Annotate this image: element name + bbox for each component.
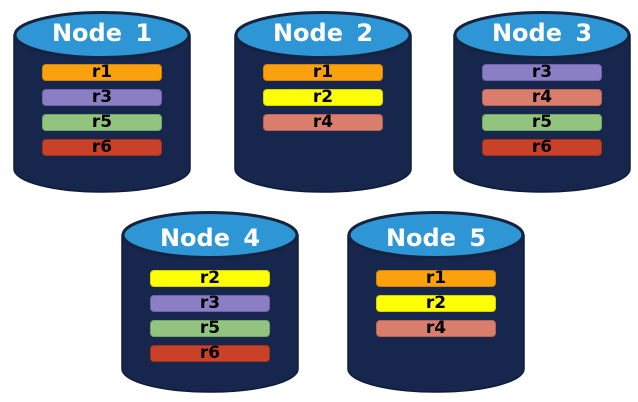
replica-bar-r3: r3 — [42, 89, 162, 106]
cylinder-top — [347, 211, 525, 259]
replica-bar-r2: r2 — [263, 89, 383, 106]
replica-bar-r6: r6 — [482, 139, 602, 156]
database-node: Node 2 r1 r2 r4 — [233, 6, 413, 194]
replica-bar-r6: r6 — [150, 345, 270, 362]
replica-bar-r5: r5 — [42, 114, 162, 131]
replica-list: r1 r2 r4 — [346, 270, 526, 337]
replica-bar-r2: r2 — [376, 295, 496, 312]
node-title: Node 1 — [51, 19, 153, 47]
replica-bar-r4: r4 — [482, 89, 602, 106]
replica-list: r1 r3 r5 r6 — [12, 64, 192, 156]
replica-list: r1 r2 r4 — [233, 64, 413, 131]
node-title: Node 5 — [385, 224, 487, 252]
replica-bar-r6: r6 — [42, 139, 162, 156]
replica-bar-r1: r1 — [376, 270, 496, 287]
cylinder-top — [121, 211, 299, 259]
replica-bar-r4: r4 — [376, 320, 496, 337]
database-node: Node 5 r1 r2 r4 — [346, 206, 526, 394]
replica-bar-r1: r1 — [263, 64, 383, 81]
cylinder-top — [13, 11, 191, 59]
cylinder-top — [234, 11, 412, 59]
replica-bar-r3: r3 — [150, 295, 270, 312]
cylinder-top — [453, 11, 631, 59]
replica-bar-r4: r4 — [263, 114, 383, 131]
replica-list: r2 r3 r5 r6 — [120, 270, 300, 362]
database-node: Node 4 r2 r3 r5 r6 — [120, 206, 300, 394]
node-title: Node 2 — [272, 19, 374, 47]
replica-list: r3 r4 r5 r6 — [452, 64, 632, 156]
database-node: Node 1 r1 r3 r5 r6 — [12, 6, 192, 194]
replica-bar-r5: r5 — [150, 320, 270, 337]
replica-bar-r2: r2 — [150, 270, 270, 287]
replica-bar-r5: r5 — [482, 114, 602, 131]
node-title: Node 3 — [491, 19, 593, 47]
replica-bar-r1: r1 — [42, 64, 162, 81]
replica-bar-r3: r3 — [482, 64, 602, 81]
node-title: Node 4 — [159, 224, 261, 252]
database-node: Node 3 r3 r4 r5 r6 — [452, 6, 632, 194]
